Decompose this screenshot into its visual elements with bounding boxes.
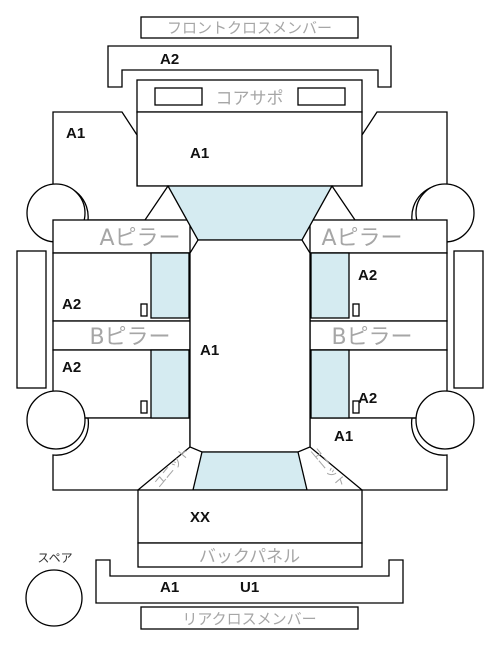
spare-label: スペア [37, 551, 72, 565]
right-front-door-handle [352, 303, 360, 317]
back-panel-box[interactable] [137, 542, 363, 568]
left-a-pillar-label: Aピラー [99, 226, 180, 251]
left-rear-door-grade-label: A2 [62, 359, 81, 376]
right-front-window[interactable] [310, 252, 350, 319]
windshield[interactable] [166, 185, 334, 241]
left-b-pillar-label: Bピラー [89, 325, 170, 350]
right-b-pillar[interactable] [309, 320, 448, 351]
left-side-sill[interactable] [16, 250, 47, 389]
core-support-right-slot [297, 87, 346, 106]
spare-tire[interactable] [25, 569, 83, 627]
right-side-sill[interactable] [453, 250, 484, 389]
right-a-pillar[interactable] [309, 219, 448, 254]
rear-bumper-secondary-grade-label: U1 [240, 579, 259, 596]
left-rear-window[interactable] [150, 349, 190, 419]
hood-panel[interactable] [136, 111, 363, 187]
trunk-lid[interactable] [137, 489, 363, 544]
rear-right-wheel[interactable] [415, 390, 475, 450]
front-bumper-reinforcement[interactable] [107, 45, 392, 88]
right-rear-window[interactable] [310, 349, 350, 419]
rear-cross-member-label: リアクロスメンバー [182, 610, 316, 628]
rear-bumper-grade-label: A1 [160, 579, 179, 596]
back-panel-label: バックパネル [199, 547, 300, 567]
right-b-pillar-label: Bピラー [331, 325, 412, 350]
right-rear-quarter-grade-label: A1 [334, 428, 353, 445]
hood-grade-label: A1 [190, 145, 209, 162]
rear-bumper[interactable] [95, 559, 404, 604]
left-a-pillar[interactable] [52, 219, 191, 254]
front-bumper-grade-label: A2 [160, 51, 179, 68]
right-rear-door-grade-label: A2 [358, 390, 377, 407]
right-rear-door-handle [352, 400, 360, 414]
left-rear-quarter[interactable] [52, 417, 191, 491]
left-front-fender-grade-label: A1 [66, 125, 85, 142]
rear-window[interactable] [192, 451, 308, 491]
right-rear-quarter[interactable] [309, 417, 448, 491]
right-front-door-grade-label: A2 [358, 267, 377, 284]
left-rear-door-handle [140, 400, 148, 414]
front-cross-member-box[interactable] [140, 16, 359, 39]
rear-cross-member-box[interactable] [140, 606, 359, 630]
core-support-left-slot [154, 87, 203, 106]
trunk-grade-label: XX [190, 509, 210, 526]
left-front-door-grade-label: A2 [62, 296, 81, 313]
left-front-window[interactable] [150, 252, 190, 319]
left-b-pillar[interactable] [52, 320, 191, 351]
rear-left-wheel[interactable] [26, 390, 86, 450]
roof-grade-label: A1 [200, 342, 219, 359]
right-a-pillar-label: Aピラー [321, 226, 402, 251]
front-cross-member-label: フロントクロスメンバー [167, 19, 332, 37]
left-front-door-handle [140, 303, 148, 317]
core-support-label: コアサポ [216, 89, 284, 109]
